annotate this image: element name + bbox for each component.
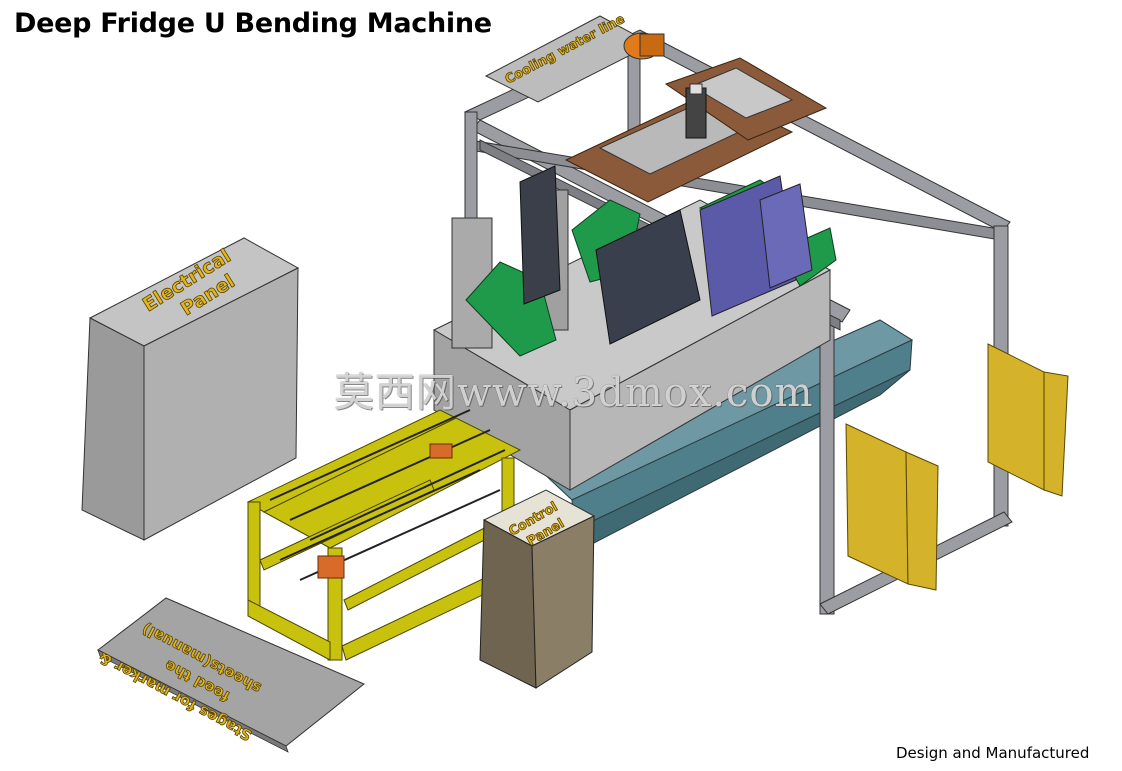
- credit-text: Design and Manufactured: [896, 744, 1090, 762]
- stage-sign: Stages for marker & feed the sheets(manu…: [95, 597, 365, 753]
- orange-parts: [317, 443, 453, 579]
- watermark: 莫西网www.3dmox.com: [334, 370, 814, 416]
- control-panel: Control Panel: [479, 489, 596, 689]
- top-press: [564, 57, 828, 203]
- right-guards: [845, 343, 1069, 591]
- motor: [623, 32, 665, 60]
- tool-plates: [519, 165, 813, 345]
- cooling-water-plate: Cooling water line: [484, 11, 654, 103]
- page-title: Deep Fridge U Bending Machine: [14, 8, 492, 39]
